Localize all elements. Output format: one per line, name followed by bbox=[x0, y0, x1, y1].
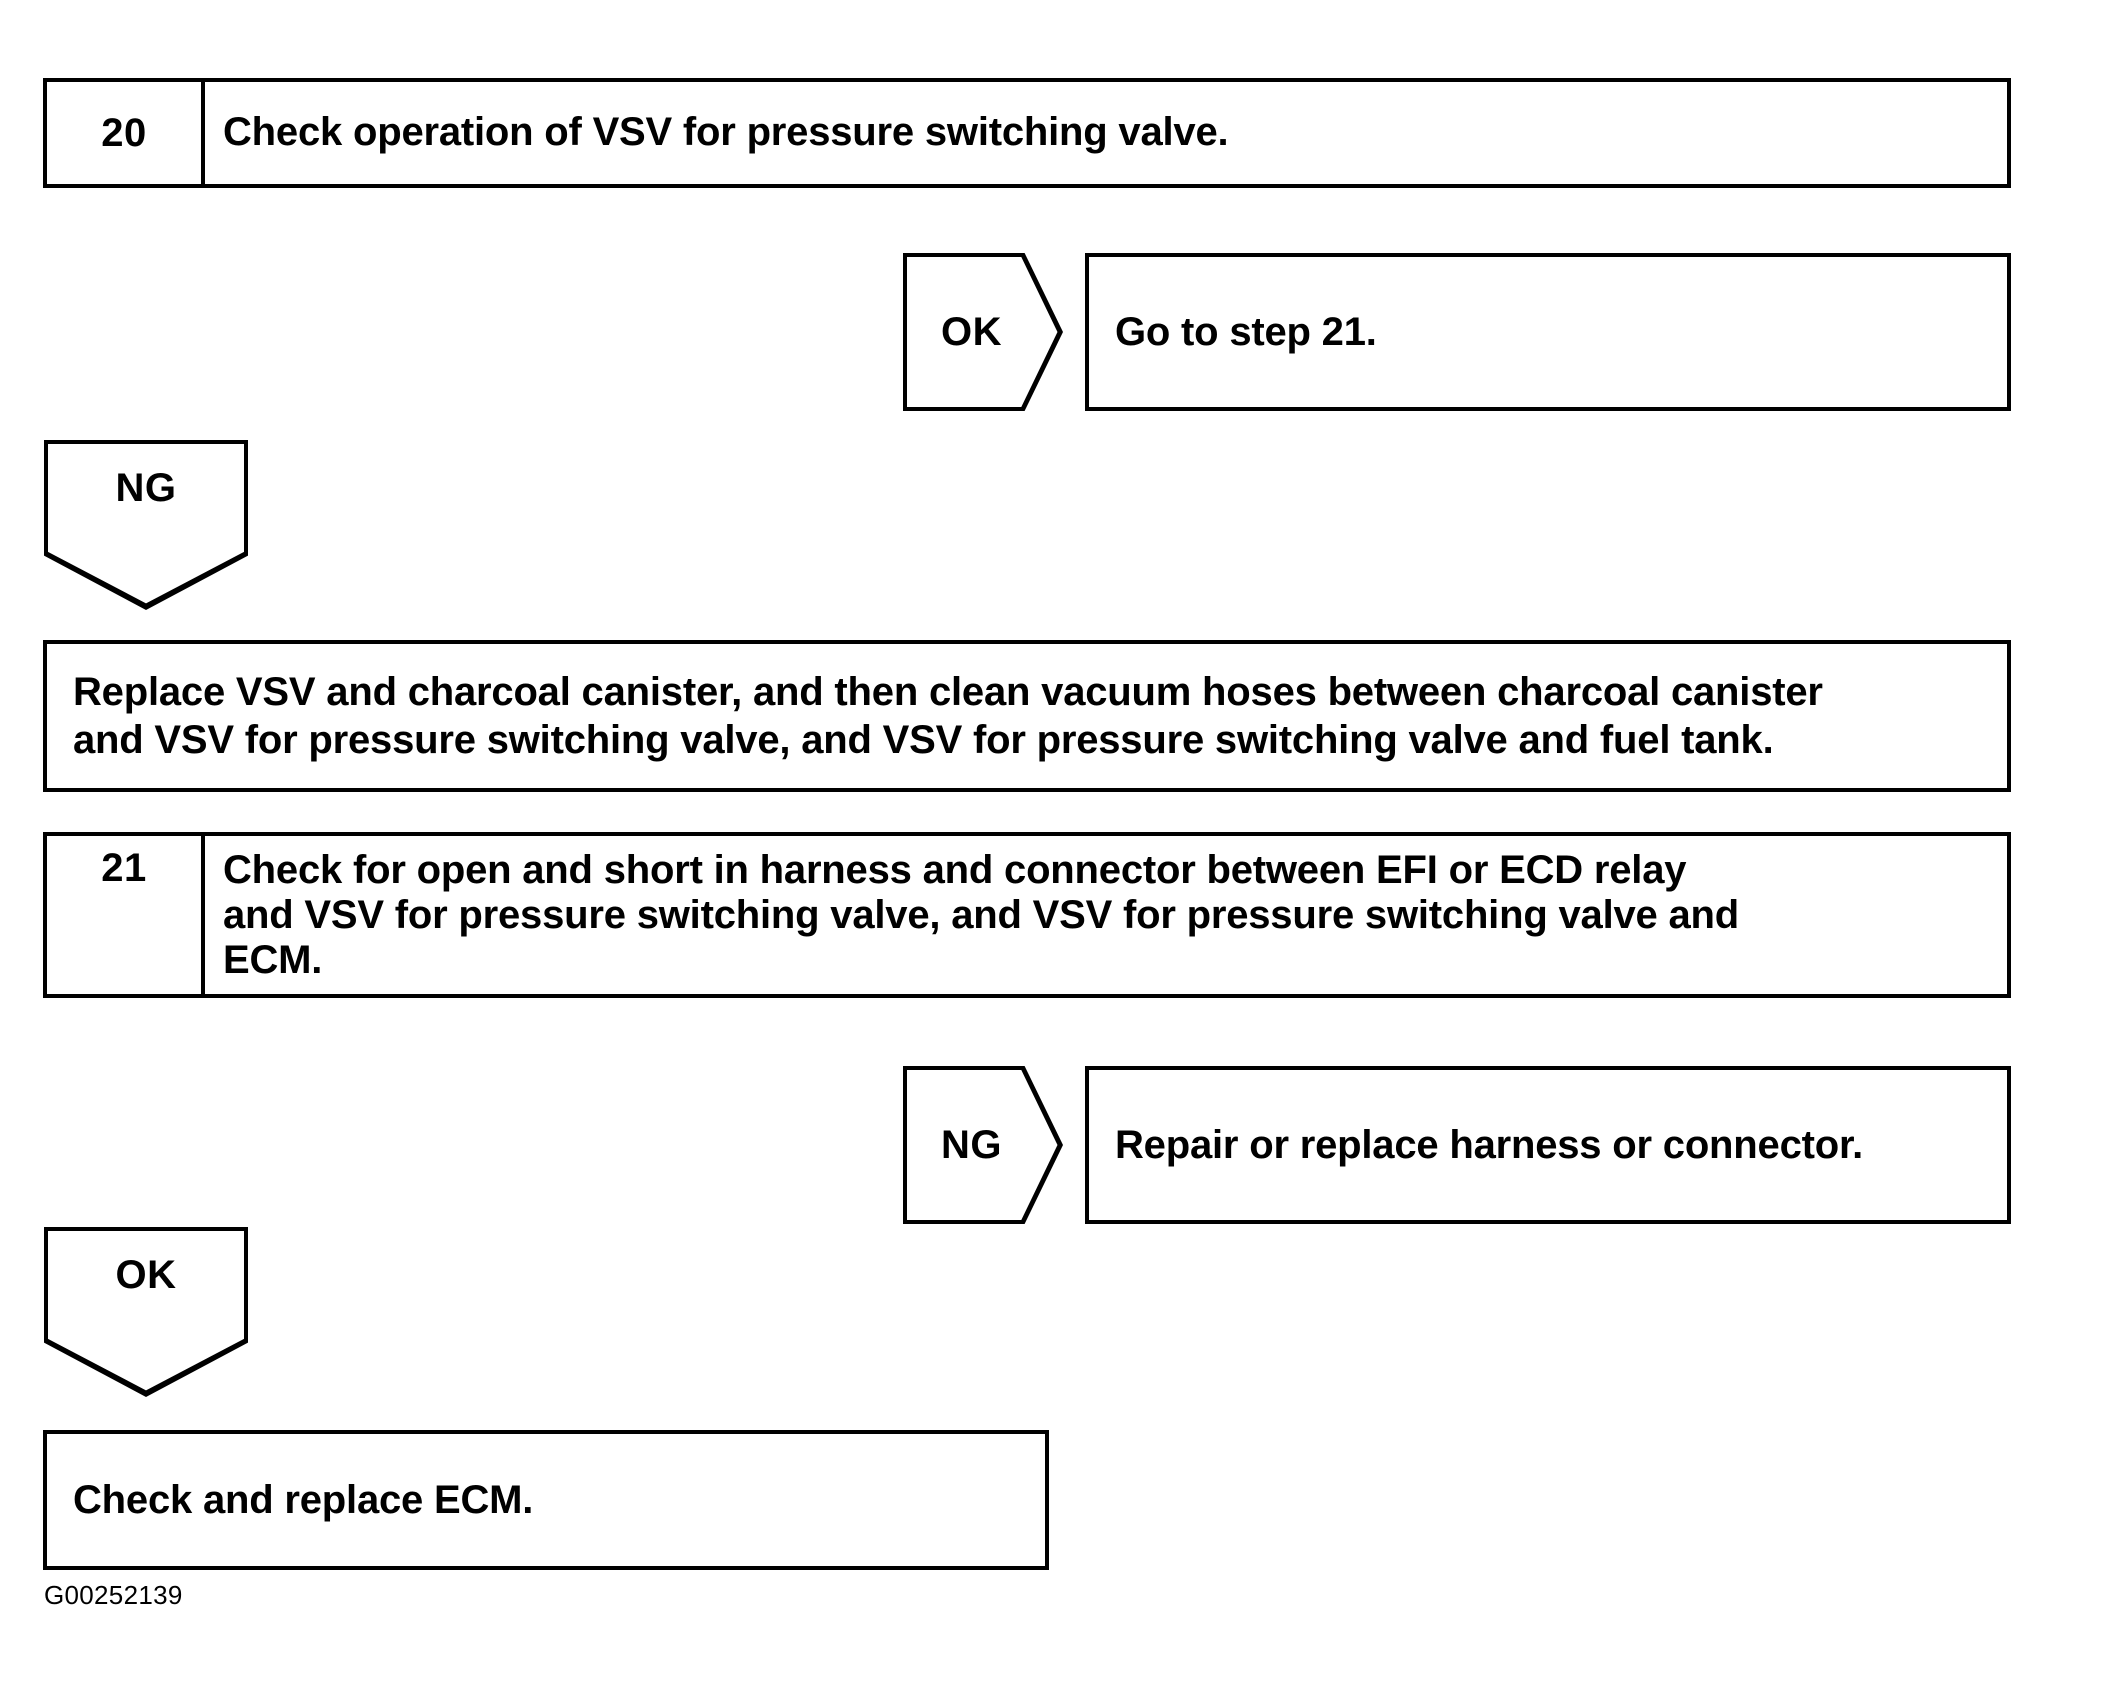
step-21-text-line-1: Check for open and short in harness and … bbox=[223, 848, 1687, 892]
step-21-number: 21 bbox=[47, 836, 205, 994]
branch-ng-label-step21: NG bbox=[941, 1122, 1002, 1167]
step-20-ok-result-box: Go to step 21. bbox=[1085, 253, 2011, 411]
step-21-box: 21 Check for open and short in harness a… bbox=[43, 832, 2011, 998]
step-20-text: Check operation of VSV for pressure swit… bbox=[223, 110, 1229, 155]
step-21-ok-result-box: Check and replace ECM. bbox=[43, 1430, 1049, 1570]
branch-tag-ng-step21: NG bbox=[903, 1066, 1063, 1224]
pentagon-right-fill bbox=[907, 257, 1058, 407]
branch-ng-label: NG bbox=[115, 466, 177, 510]
step-20-ok-result-text: Go to step 21. bbox=[1115, 310, 1377, 354]
step-20-ng-result-box: Replace VSV and charcoal canister, and t… bbox=[43, 640, 2011, 792]
figure-id-label: G00252139 bbox=[44, 1580, 183, 1610]
branch-tag-ok-step20: OK bbox=[903, 253, 1063, 411]
pentagon-right-fill bbox=[907, 1070, 1058, 1220]
branch-tag-ng-step20: NG bbox=[44, 440, 248, 610]
step-21-ok-result-text: Check and replace ECM. bbox=[73, 1478, 534, 1522]
step-21-text: Check for open and short in harness and … bbox=[205, 836, 2007, 994]
branch-tag-ok-step21: OK bbox=[44, 1227, 248, 1397]
step-21-text-line-3: ECM. bbox=[223, 938, 323, 983]
step-20-ng-result-line-2: and VSV for pressure switching valve, an… bbox=[73, 718, 1774, 762]
step-21-ng-result-box: Repair or replace harness or connector. bbox=[1085, 1066, 2011, 1224]
branch-ok-label: OK bbox=[941, 309, 1002, 354]
step-20-box: 20 Check operation of VSV for pressure s… bbox=[43, 78, 2011, 188]
step-21-ng-result-text: Repair or replace harness or connector. bbox=[1115, 1123, 1864, 1167]
step-21-text-line-2: and VSV for pressure switching valve, an… bbox=[223, 893, 1740, 938]
step-20-ng-result-text: Replace VSV and charcoal canister, and t… bbox=[47, 644, 2007, 788]
step-20-ng-result-line-1: Replace VSV and charcoal canister, and t… bbox=[73, 670, 1823, 714]
step-20-number: 20 bbox=[47, 82, 205, 184]
branch-ok-label-step21: OK bbox=[115, 1253, 177, 1297]
